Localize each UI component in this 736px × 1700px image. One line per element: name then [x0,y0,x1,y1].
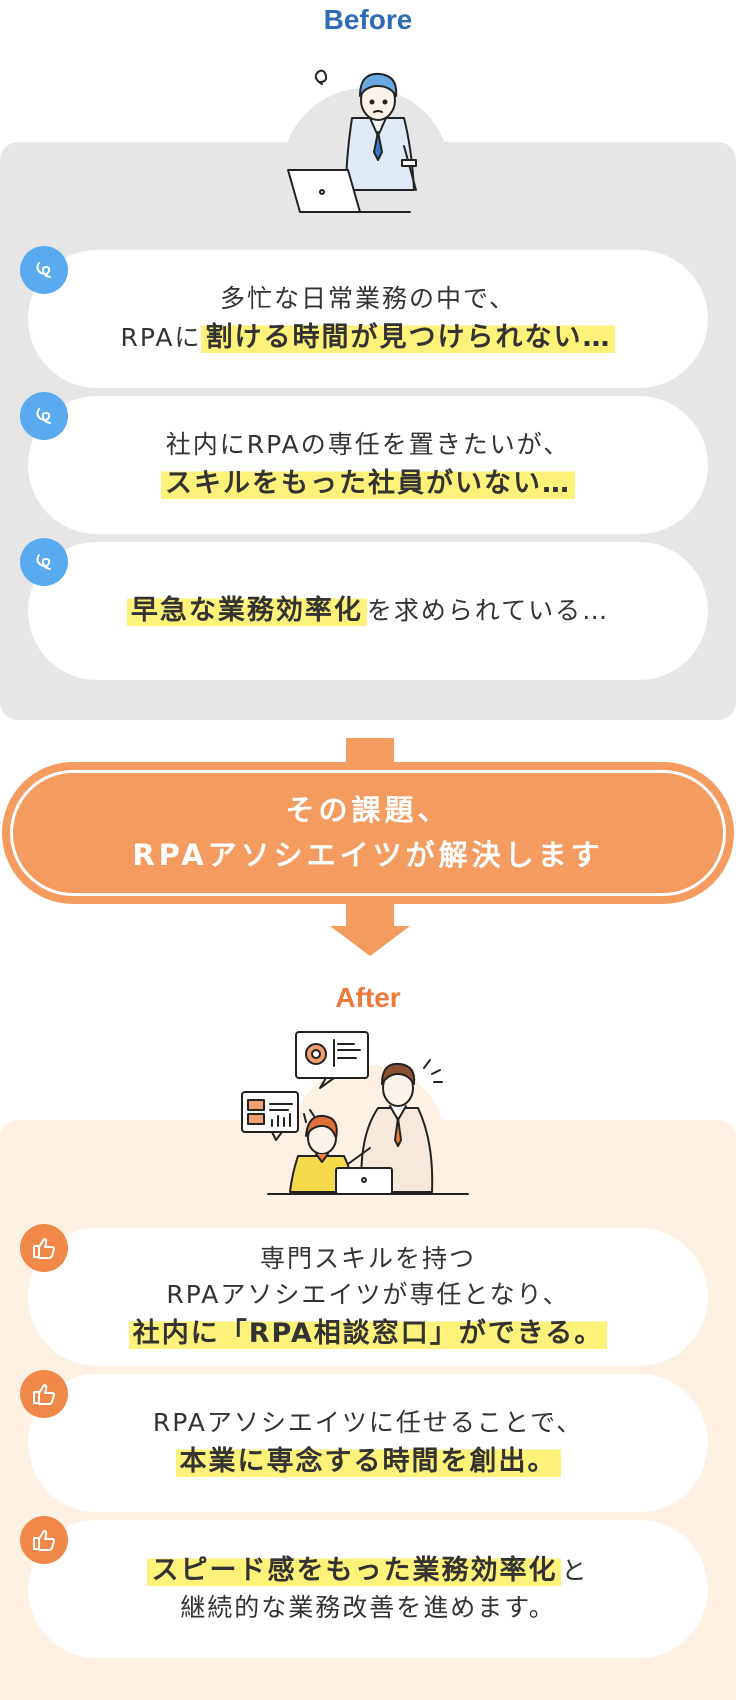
bubble-line: スピード感をもった業務効率化と [147,1551,588,1590]
bubble-text: RPAアソシエイツに任せることで、 [152,1408,584,1438]
bubble-line: 社内に「RPA相談窓口」ができる。 [128,1314,608,1353]
highlighted-text: 本業に専念する時間を創出。 [175,1445,561,1477]
thumbs-up-icon [20,1224,68,1272]
bubble-line: 専門スキルを持つ [260,1241,476,1277]
before-bubble-1: 多忙な日常業務の中で、 RPAに割ける時間が見つけられない… [28,250,708,388]
swirl-worry-icon [20,392,68,440]
bubble-line: 継続的な業務改善を進めます。 [180,1590,556,1626]
swirl-worry-icon [20,538,68,586]
swirl-worry-icon [20,246,68,294]
before-bubble-3: 早急な業務効率化を求められている… [28,542,708,680]
solution-banner: その課題、 RPAアソシエイツが解決します [2,762,734,904]
bubble-line: 社内にRPAの専任を置きたいが、 [166,427,570,463]
solution-line-1: その課題、 [285,793,451,828]
before-bubble-2: 社内にRPAの専任を置きたいが、スキルをもった社員がいない… [28,396,708,534]
bubble-text: と [561,1556,589,1586]
solution-line-2: RPAアソシエイツが解決します [132,838,604,872]
bubble-text: を求められている… [366,596,610,626]
highlighted-text: 社内に「RPA相談窓口」ができる。 [128,1317,608,1349]
after-label: After [335,982,401,1013]
highlighted-text: 早急な業務効率化 [126,595,367,627]
bubble-text: RPAアソシエイツが専任となり、 [166,1280,570,1310]
highlighted-text: スキルをもった社員がいない… [161,467,575,499]
bubble-line: RPAアソシエイツが専任となり、 [166,1277,569,1313]
bubble-text: 専門スキルを持つ [259,1244,476,1274]
worried-worker-illustration [287,69,417,213]
highlighted-text: スピード感をもった業務効率化 [147,1555,562,1587]
bubble-text: 多忙な日常業務の中で、 [219,284,516,314]
bubble-line: 本業に専念する時間を創出。 [175,1442,561,1481]
bubble-text: 社内にRPAの専任を置きたいが、 [165,430,571,460]
after-bubble-1: 専門スキルを持つ RPAアソシエイツが専任となり、社内に「RPA相談窓口」ができる… [28,1228,708,1366]
bubble-line: 早急な業務効率化を求められている… [126,591,610,630]
after-bubble-3: スピード感をもった業務効率化と継続的な業務改善を進めます。 [28,1520,708,1658]
bubble-line: RPAアソシエイツに任せることで、 [153,1405,583,1441]
thumbs-up-icon [20,1516,68,1564]
bubble-line: RPAに割ける時間が見つけられない… [121,318,616,357]
after-bubble-2: RPAアソシエイツに任せることで、本業に専念する時間を創出。 [28,1374,708,1512]
highlighted-text: 割ける時間が見つけられない… [201,321,616,353]
thumbs-up-icon [20,1370,68,1418]
bubble-text: 継続的な業務改善を進めます。 [180,1593,556,1623]
bubble-text: RPAに [120,322,202,352]
bubble-line: 多忙な日常業務の中で、 [220,281,516,317]
down-arrow-icon [330,900,410,956]
team-consulting-illustration [241,1031,469,1195]
before-label: Before [323,4,413,35]
bubble-line: スキルをもった社員がいない… [161,464,575,503]
